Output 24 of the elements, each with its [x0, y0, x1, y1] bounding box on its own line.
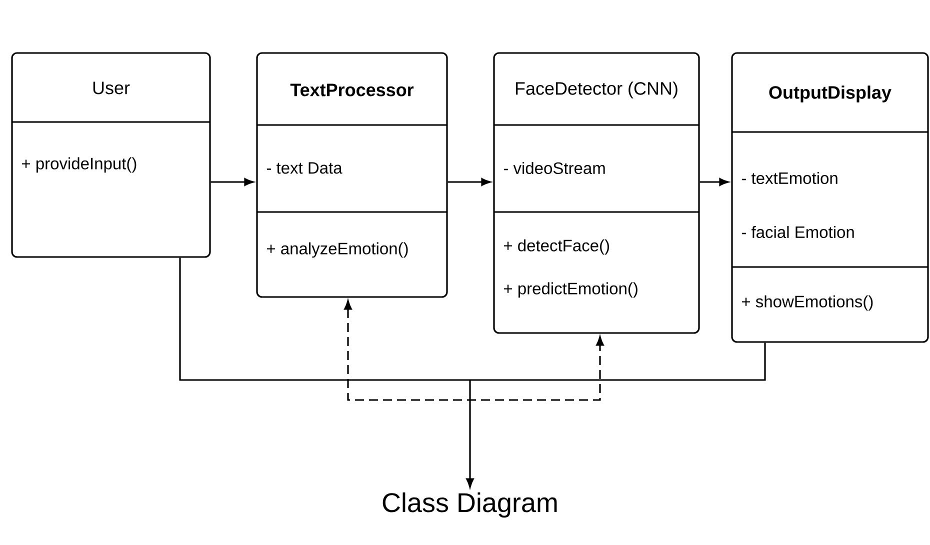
class-box: [731, 52, 929, 343]
arrow: [700, 178, 729, 186]
arrow: [466, 380, 474, 488]
dashed-connector: [344, 300, 604, 401]
class-name: TextProcessor: [290, 84, 414, 96]
attribute-text: - videoStream: [504, 162, 605, 174]
diagram-caption: Class Diagram: [382, 492, 557, 518]
attribute-text: - textEmotion: [742, 172, 838, 184]
arrow: [448, 178, 491, 186]
class-name: User: [93, 82, 130, 94]
method-text: + analyzeEmotion(): [267, 242, 408, 258]
class-name: OutputDisplay: [769, 86, 892, 102]
connector-line: [179, 258, 766, 381]
class-name: FaceDetector (CNN): [516, 82, 678, 98]
method-text: + detectFace(): [504, 239, 609, 255]
attribute-text: - text Data: [266, 162, 342, 174]
method-text: + provideInput(): [22, 157, 136, 173]
attribute-text: - facial Emotion: [742, 226, 854, 238]
method-text: + predictEmotion(): [504, 282, 638, 298]
class-box: [11, 52, 211, 258]
arrow: [210, 178, 254, 186]
class-box: [493, 52, 700, 334]
class-box: [256, 52, 448, 298]
method-text: + showEmotions(): [742, 295, 873, 311]
